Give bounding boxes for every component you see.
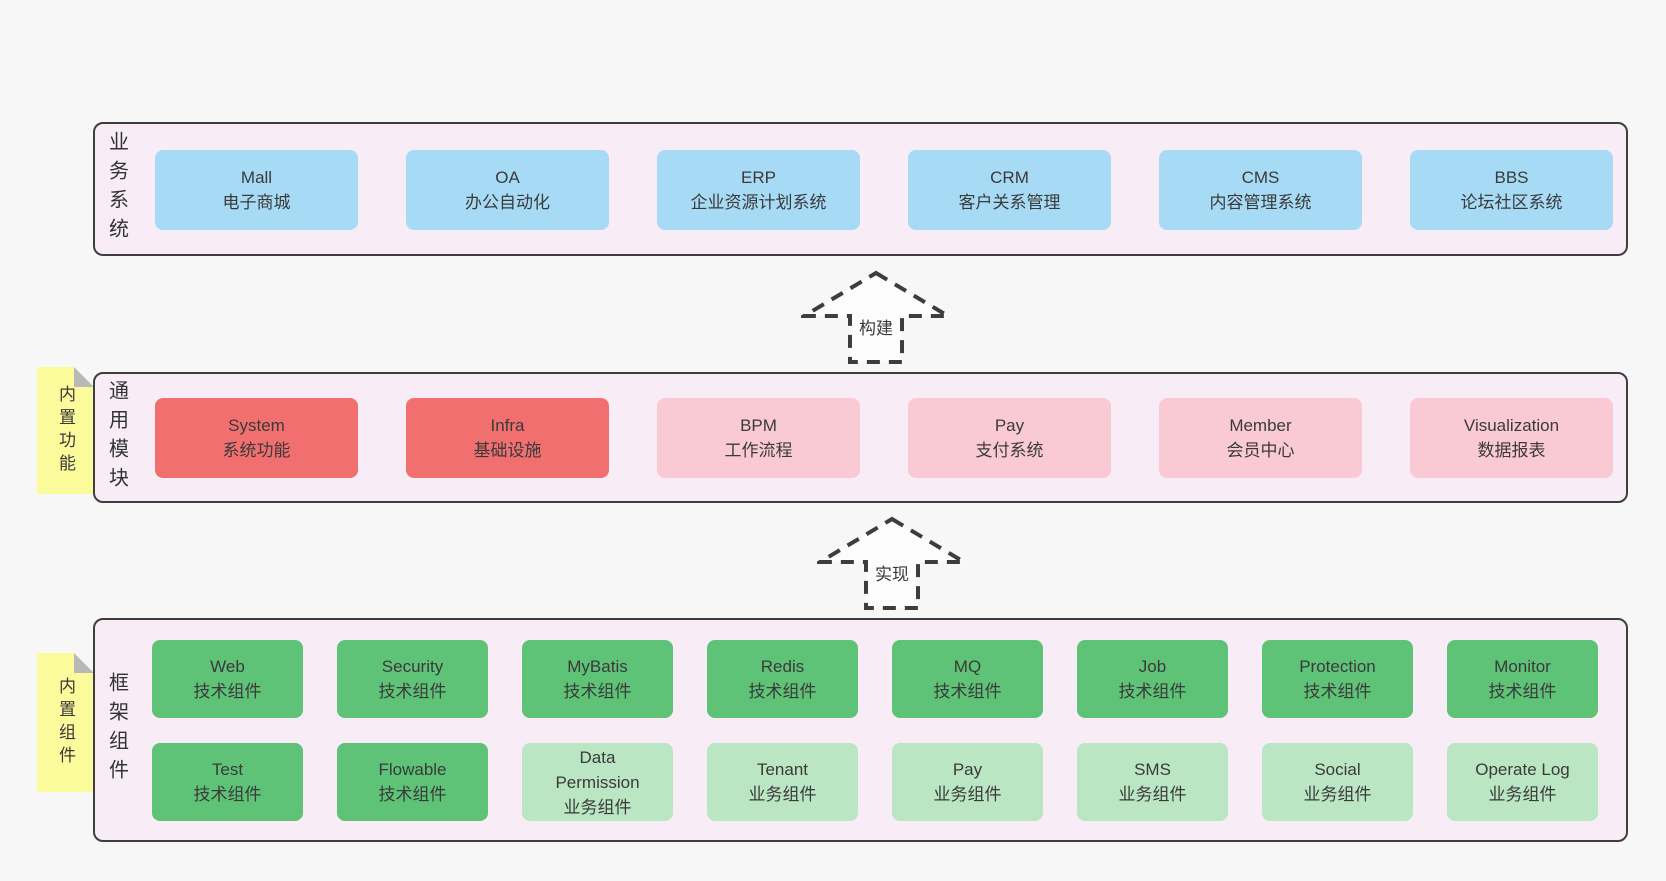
box-infra: Infra 基础设施 [406, 398, 609, 478]
box-title: Visualization [1463, 416, 1560, 435]
box-mall: Mall 电子商城 [155, 150, 358, 230]
box-web: Web 技术组件 [152, 640, 303, 718]
box-subtitle: 技术组件 [378, 785, 447, 804]
box-bpm: BPM 工作流程 [657, 398, 860, 478]
box-title: Job [1138, 657, 1167, 676]
box-subtitle: 客户关系管理 [958, 193, 1061, 212]
box-tenant: Tenant 业务组件 [707, 743, 858, 821]
box-monitor: Monitor 技术组件 [1447, 640, 1598, 718]
box-subtitle: 业务组件 [1303, 785, 1372, 804]
box-subtitle: 业务组件 [1118, 785, 1187, 804]
box-title: Tenant [756, 760, 809, 779]
business-systems-band: 业务系统 Mall 电子商城 OA 办公自动化 ERP 企业资源计划系统 CRM… [93, 122, 1628, 256]
box-subtitle: 业务组件 [563, 797, 632, 817]
box-subtitle: 系统功能 [222, 441, 291, 460]
box-cms: CMS 内容管理系统 [1159, 150, 1362, 230]
box-title: BBS [1494, 168, 1529, 187]
band-label-business-systems: 业务系统 [105, 131, 128, 247]
band-label-framework-components: 框架组件 [105, 672, 128, 788]
box-mq: MQ 技术组件 [892, 640, 1043, 718]
implement-arrow: 实现 [817, 516, 967, 611]
box-subtitle: 技术组件 [1488, 682, 1557, 701]
box-sms: SMS 业务组件 [1077, 743, 1228, 821]
box-title: Infra [490, 416, 525, 435]
box-title: CMS [1241, 168, 1280, 187]
box-crm: CRM 客户关系管理 [908, 150, 1111, 230]
build-arrow-label: 构建 [856, 314, 896, 339]
box-title: SMS [1134, 760, 1171, 779]
box-subtitle: 业务组件 [1488, 785, 1557, 804]
box-title: Pay [994, 416, 1025, 435]
box-system: System 系统功能 [155, 398, 358, 478]
box-title: Security [381, 657, 444, 676]
box-erp: ERP 企业资源计划系统 [657, 150, 860, 230]
box-subtitle: 数据报表 [1477, 441, 1546, 460]
box-title: Flowable [378, 760, 447, 779]
framework-components-band: 框架组件 Web 技术组件 Security 技术组件 MyBatis 技术组件… [93, 618, 1628, 842]
box-title: Operate Log [1475, 760, 1570, 779]
box-subtitle: 业务组件 [933, 785, 1002, 804]
box-visualization: Visualization 数据报表 [1410, 398, 1613, 478]
box-title: Protection [1299, 657, 1376, 676]
builtin-features-note: 内置功能 [37, 367, 94, 494]
box-subtitle: 技术组件 [563, 682, 632, 701]
box-data-permission: Data Permission 业务组件 [522, 743, 673, 821]
box-subtitle: 企业资源计划系统 [690, 193, 827, 212]
box-bbs: BBS 论坛社区系统 [1410, 150, 1613, 230]
box-mybatis: MyBatis 技术组件 [522, 640, 673, 718]
box-subtitle: 技术组件 [193, 785, 262, 804]
box-subtitle: 技术组件 [933, 682, 1002, 701]
band-label-common-modules: 通用模块 [105, 379, 128, 496]
box-subtitle: 电子商城 [222, 193, 291, 212]
box-subtitle: 技术组件 [1118, 682, 1187, 701]
common-modules-band: 通用模块 System 系统功能 Infra 基础设施 BPM 工作流程 Pay… [93, 372, 1628, 503]
box-flowable: Flowable 技术组件 [337, 743, 488, 821]
box-title: MQ [953, 657, 982, 676]
box-member: Member 会员中心 [1159, 398, 1362, 478]
box-subtitle: 支付系统 [975, 441, 1044, 460]
box-title: Social [1314, 760, 1361, 779]
box-subtitle: 技术组件 [1303, 682, 1372, 701]
box-operate-log: Operate Log 业务组件 [1447, 743, 1598, 821]
implement-arrow-label: 实现 [872, 560, 912, 585]
box-security: Security 技术组件 [337, 640, 488, 718]
box-subtitle: 办公自动化 [465, 193, 550, 212]
box-title: BPM [740, 416, 777, 435]
box-title: Monitor [1494, 657, 1551, 676]
box-subtitle: 业务组件 [748, 785, 817, 804]
box-job: Job 技术组件 [1077, 640, 1228, 718]
box-title: Pay [952, 760, 983, 779]
box-title: OA [495, 168, 520, 187]
box-subtitle: 论坛社区系统 [1460, 193, 1563, 212]
box-subtitle: 技术组件 [748, 682, 817, 701]
builtin-components-note: 内置组件 [37, 653, 94, 792]
box-subtitle: 工作流程 [724, 441, 793, 460]
box-title: MyBatis [567, 657, 628, 676]
box-protection: Protection 技术组件 [1262, 640, 1413, 718]
box-pay-biz: Pay 业务组件 [892, 743, 1043, 821]
box-subtitle: 技术组件 [378, 682, 447, 701]
box-title: ERP [741, 168, 776, 187]
box-title: Test [211, 760, 244, 779]
box-redis: Redis 技术组件 [707, 640, 858, 718]
box-subtitle: 技术组件 [193, 682, 262, 701]
box-title: Redis [760, 657, 805, 676]
box-title: Data Permission [555, 747, 640, 792]
box-subtitle: 基础设施 [473, 441, 542, 460]
box-title: CRM [990, 168, 1029, 187]
box-title: System [228, 416, 285, 435]
box-oa: OA 办公自动化 [406, 150, 609, 230]
box-social: Social 业务组件 [1262, 743, 1413, 821]
box-pay: Pay 支付系统 [908, 398, 1111, 478]
box-test: Test 技术组件 [152, 743, 303, 821]
box-subtitle: 会员中心 [1226, 441, 1295, 460]
box-subtitle: 内容管理系统 [1209, 193, 1312, 212]
box-title: Web [210, 657, 245, 676]
box-title: Member [1229, 416, 1292, 435]
box-title: Mall [240, 168, 273, 187]
build-arrow: 构建 [801, 270, 951, 365]
